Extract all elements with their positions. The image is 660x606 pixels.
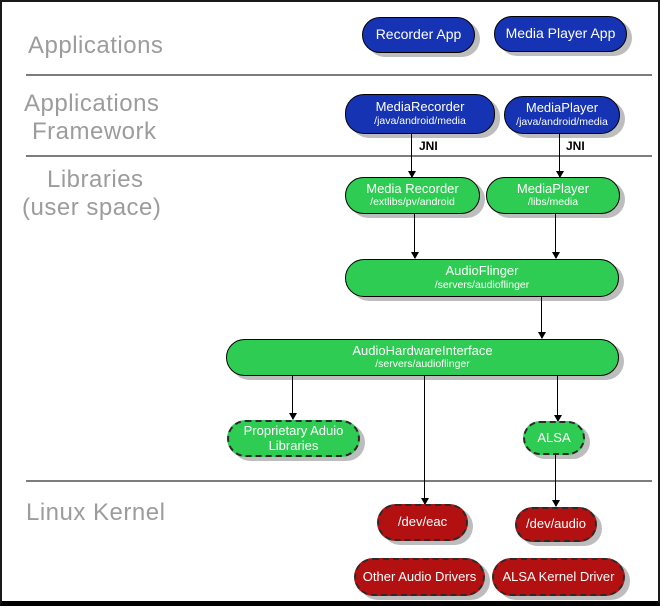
node-mediaplayer-framework: MediaPlayer /java/android/media: [504, 96, 620, 134]
node-title: MediaPlayer: [525, 100, 599, 116]
arrow-mediaplayer-jni: [555, 134, 564, 178]
arrowhead-icon: [551, 252, 560, 259]
section-divider-3: [26, 480, 652, 482]
section-label-line: (user space): [22, 194, 162, 222]
arrowhead-icon: [420, 498, 429, 505]
node-subtitle: /extlibs/pv/android: [370, 196, 455, 209]
node-title: MediaRecorder: [375, 99, 465, 115]
section-label-line: Applications: [24, 90, 160, 117]
node-title: /dev/audio: [526, 516, 586, 532]
arrowhead-icon: [553, 415, 562, 422]
node-alsa-kernel-driver: ALSA Kernel Driver: [492, 558, 625, 596]
node-dev-audio: /dev/audio: [515, 507, 597, 542]
node-title: /dev/eac: [397, 514, 448, 530]
arrow-recorderlib-to-audioflinger: [410, 214, 419, 259]
node-title: Media Recorder: [366, 180, 459, 196]
node-title: ALSA: [537, 429, 571, 445]
section-label-libraries: Libraries (user space): [22, 166, 161, 223]
section-divider-2: [26, 155, 652, 157]
node-title: ALSA Kernel Driver: [502, 568, 615, 584]
node-title: Other Audio Drivers: [362, 568, 477, 584]
jni-label-left: JNI: [419, 139, 438, 153]
arrowhead-icon: [537, 332, 546, 339]
node-title: AudioFlinger: [445, 263, 519, 279]
node-recorder-app: Recorder App: [362, 17, 475, 53]
arrowhead-icon: [288, 413, 297, 420]
section-divider-1: [26, 74, 652, 76]
node-subtitle: /java/android/media: [374, 114, 466, 127]
arrow-ahi-to-proprietary: [288, 376, 297, 420]
node-mediarecorder-framework: MediaRecorder /java/android/media: [345, 94, 495, 134]
arrowhead-icon: [407, 171, 416, 178]
jni-label-right: JNI: [566, 139, 585, 153]
section-label-applications-framework: Applications Framework: [24, 90, 159, 147]
node-media-player-app: Media Player App: [494, 16, 627, 52]
arrow-ahi-to-alsa: [553, 376, 562, 422]
arrow-audioflinger-to-ahi: [537, 297, 546, 339]
arrow-playerlib-to-audioflinger: [551, 214, 560, 259]
node-audioflinger: AudioFlinger /servers/audioflinger: [345, 259, 619, 297]
node-audiohardwareinterface: AudioHardwareInterface /servers/audiofli…: [226, 339, 619, 376]
section-label-linux-kernel: Linux Kernel: [26, 499, 166, 526]
node-dev-eac: /dev/eac: [377, 504, 468, 541]
node-media-recorder-lib: Media Recorder /extlibs/pv/android: [345, 177, 480, 214]
arrow-mediarecorder-jni: [407, 134, 416, 178]
node-subtitle: /java/android/media: [516, 115, 608, 128]
section-label-line: Framework: [32, 118, 157, 146]
node-subtitle: /servers/audioflinger: [375, 358, 470, 371]
node-title: Proprietary Aduio Libraries: [243, 422, 344, 453]
node-title: MediaPlayer: [516, 180, 590, 196]
node-title: Recorder App: [375, 26, 462, 43]
arrowhead-icon: [410, 252, 419, 259]
node-other-audio-drivers: Other Audio Drivers: [354, 558, 485, 596]
node-subtitle: /libs/media: [527, 196, 579, 209]
node-alsa: ALSA: [523, 421, 585, 455]
node-title: AudioHardwareInterface: [352, 342, 493, 358]
section-label-line: Libraries: [47, 166, 144, 193]
arrow-ahi-to-dev-eac: [420, 376, 429, 505]
node-mediaplayer-lib: MediaPlayer /libs/media: [486, 177, 620, 214]
arrowhead-icon: [551, 500, 560, 507]
section-label-applications: Applications: [28, 32, 164, 59]
node-subtitle: /servers/audioflinger: [434, 278, 530, 291]
arrowhead-icon: [555, 171, 564, 178]
arrow-alsa-to-dev-audio: [551, 455, 560, 507]
node-proprietary-audio-libraries: Proprietary Aduio Libraries: [227, 420, 360, 457]
node-title: Media Player App: [505, 25, 616, 42]
